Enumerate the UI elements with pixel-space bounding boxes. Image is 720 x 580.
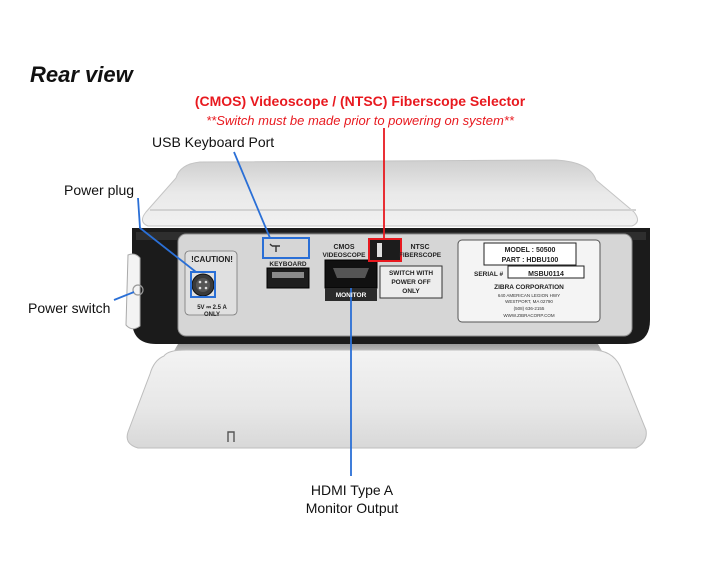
- switch-note-line1: SWITCH WITH: [389, 270, 433, 277]
- voltage-text-line2: ONLY: [204, 312, 220, 318]
- power-plug-pointer: [137, 197, 197, 273]
- ntsc-label-line2: FIBERSCOPE: [399, 252, 442, 259]
- power-plug-area: [184, 250, 238, 316]
- product-label-plate: [457, 239, 601, 323]
- company-text: ZIBRA CORPORATION: [494, 284, 564, 291]
- keyboard-label: KEYBOARD: [269, 261, 307, 268]
- power-plug-callout-label: Power plug: [64, 182, 135, 198]
- switch-note-line3: ONLY: [402, 288, 420, 295]
- page-title: Rear view: [30, 62, 133, 87]
- power-switch: [125, 253, 144, 330]
- power-icon: [132, 284, 144, 296]
- hdmi-port-area: [324, 259, 378, 301]
- monitor-label: MONITOR: [336, 292, 367, 299]
- caution-text: !CAUTION!: [191, 255, 233, 264]
- cmos-label-line2: VIDEOSCOPE: [323, 252, 367, 259]
- switch-note-box: [379, 265, 443, 299]
- serial-value: MSBU0114: [528, 271, 564, 278]
- switch-note-line2: POWER OFF: [391, 279, 430, 286]
- selector-callout-note: **Switch must be made prior to powering …: [206, 113, 514, 128]
- usb-icon: [269, 243, 280, 252]
- selector-switch-area: [368, 238, 443, 299]
- address-line2: WESTPORT, MA 02790: [505, 299, 553, 304]
- website-text: WWW.ZIBRACORP.COM: [503, 313, 554, 318]
- selector-callout-title: (CMOS) Videoscope / (NTSC) Fiberscope Se…: [194, 93, 526, 109]
- base-stand: [126, 344, 647, 449]
- part-text: PART : HDBU100: [502, 257, 559, 264]
- address-line1: 640 AMERICAN LEGION HWY: [498, 293, 560, 298]
- voltage-text-line1: 5V ⎓ 2.5 A: [197, 305, 227, 311]
- usb-port-area: [262, 237, 310, 289]
- hdmi-callout-line1: HDMI Type A: [310, 482, 394, 498]
- selector-highlight: [368, 238, 402, 262]
- model-text: MODEL : 50500: [505, 247, 556, 254]
- power-plug-highlight: [190, 271, 216, 298]
- usb-pointer: [233, 151, 271, 239]
- cmos-label-line1: CMOS: [334, 244, 355, 251]
- usb-callout-label: USB Keyboard Port: [152, 134, 275, 150]
- serial-label: SERIAL #: [474, 271, 504, 278]
- pointer-lines: [113, 128, 385, 476]
- power-switch-pointer: [113, 291, 135, 301]
- power-switch-callout-label: Power switch: [28, 300, 111, 316]
- phone-text: (508) 636-2155: [514, 306, 545, 311]
- ntsc-label-line1: NTSC: [410, 244, 429, 251]
- hdmi-callout-line2: Monitor Output: [305, 500, 399, 516]
- top-housing: [142, 159, 638, 227]
- usb-highlight: [262, 237, 310, 259]
